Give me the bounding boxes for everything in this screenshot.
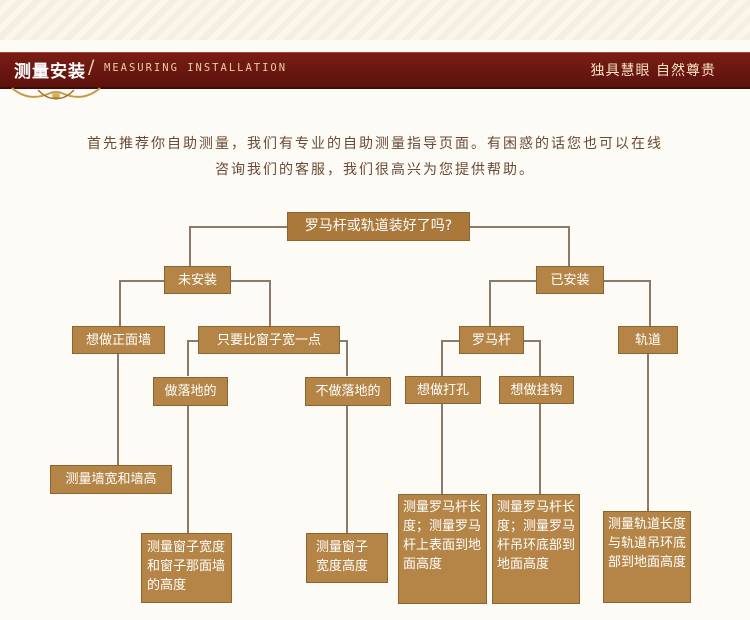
node-not-floor-length: 不做落地的 <box>305 377 391 406</box>
node-roman-rod: 罗马杆 <box>459 326 524 354</box>
node-drill-hole: 想做打孔 <box>405 376 481 404</box>
section-subtitle: MEASURING INSTALLATION <box>104 62 288 74</box>
brand-slogan: 独具慧眼 自然尊贵 <box>590 63 716 79</box>
top-decorative-band <box>0 0 750 40</box>
node-hook: 想做挂钩 <box>499 376 574 404</box>
node-root-question: 罗马杆或轨道装好了吗? <box>287 212 470 241</box>
leaf-measure-track: 测量轨道长度与轨道吊环底部到地面高度 <box>603 511 691 603</box>
leaf-measure-not-floor-length: 测量窗子宽度高度 <box>306 533 388 583</box>
leaf-measure-drill: 测量罗马杆长度；测量罗马杆上表面到地面高度 <box>398 494 487 604</box>
leaf-measure-wall: 测量墙宽和墙高 <box>50 465 172 494</box>
leaf-measure-floor-length: 测量窗子宽度和窗子那面墙的高度 <box>141 533 232 603</box>
intro-paragraph: 首先推荐你自助测量，我们有专业的自助测量指导页面。有困惑的话您也可以在线 咨询我… <box>40 131 710 183</box>
node-floor-length: 做落地的 <box>153 377 228 406</box>
intro-line-2: 咨询我们的客服，我们很高兴为您提供帮助。 <box>215 162 535 178</box>
node-installed: 已安装 <box>536 266 604 294</box>
section-title: 测量安装 <box>14 62 86 82</box>
node-wider-window: 只要比窗子宽一点 <box>198 326 340 354</box>
leaf-measure-hook: 测量罗马杆长度；测量罗马杆吊环底部到地面高度 <box>492 494 580 604</box>
intro-line-1: 首先推荐你自助测量，我们有专业的自助测量指导页面。有困惑的话您也可以在线 <box>87 136 663 152</box>
node-front-wall: 想做正面墙 <box>72 326 165 354</box>
scroll-ornament-icon <box>11 87 101 100</box>
node-not-installed: 未安装 <box>164 266 231 294</box>
node-track: 轨道 <box>618 326 678 354</box>
title-slash: / <box>88 56 95 78</box>
section-banner: 测量安装 / MEASURING INSTALLATION 独具慧眼 自然尊贵 <box>0 52 750 89</box>
